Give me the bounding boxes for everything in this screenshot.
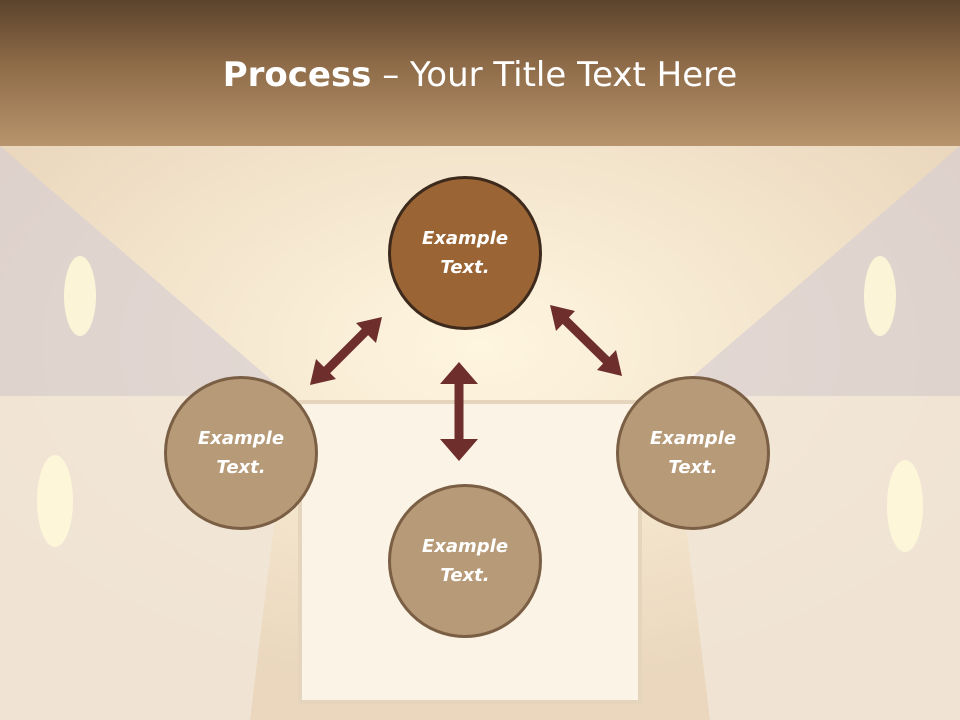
title-bar: Process – Your Title Text Here <box>0 0 960 146</box>
node-top-text: Example Text. <box>421 228 509 278</box>
double-arrow-top-left <box>310 317 382 385</box>
node-left-text: Example Text. <box>197 428 285 478</box>
node-bottom-text: Example Text. <box>421 536 509 586</box>
title-rest: – Your Title Text Here <box>371 55 738 95</box>
title-bold: Process <box>222 55 372 95</box>
double-arrow-top-right <box>550 305 622 376</box>
slide-title[interactable]: Process – Your Title Text Here <box>0 52 960 98</box>
node-right-text: Example Text. <box>649 428 737 478</box>
process-node-left[interactable]: Example Text. <box>164 376 318 530</box>
process-node-top[interactable]: Example Text. <box>388 176 542 330</box>
process-node-bottom[interactable]: Example Text. <box>388 484 542 638</box>
double-arrow-vertical <box>440 362 478 461</box>
process-node-right[interactable]: Example Text. <box>616 376 770 530</box>
